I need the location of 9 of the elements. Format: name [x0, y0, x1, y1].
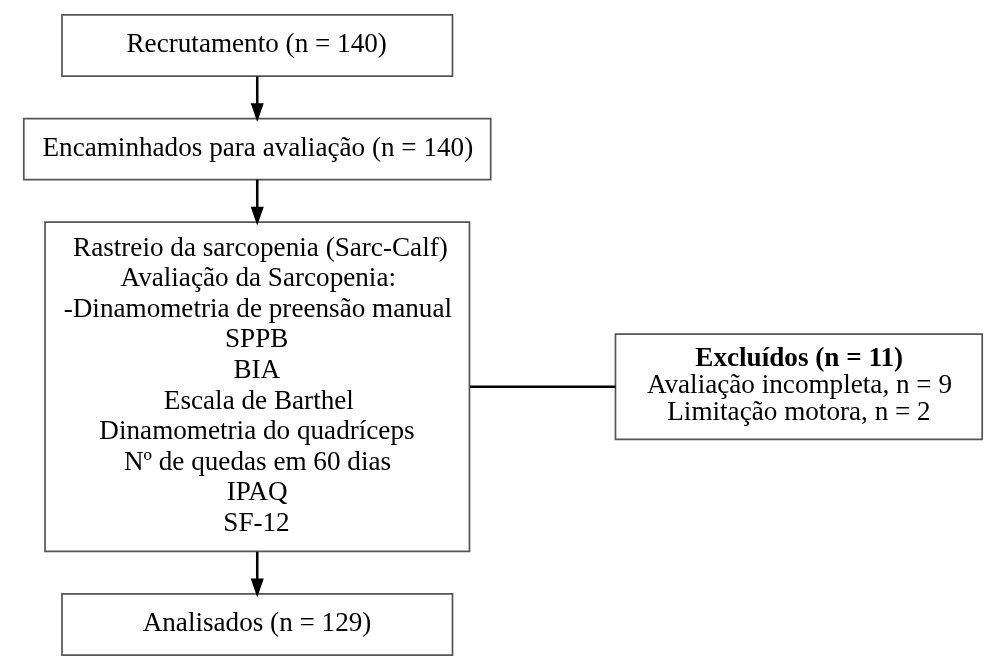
node-box: Analisados (n = 129): [60, 593, 453, 656]
node-box: Recrutamento (n = 140): [60, 14, 453, 77]
node-box: Rastreio da sarcopenia (Sarc-Calf) Avaliação da Sarcopenia: -Dinamometria de preensão manual SPPB BIA Escala de Barthel Dinamometria do quadríceps Nº de quedas em 60 dias IPAQ SF-12: [43, 221, 470, 553]
node-box: Excluídos (n = 11) Avaliação incompleta, n = 9 Limitação motora, n = 2: [614, 333, 983, 441]
node-box: Encaminhados para avaliação (n = 140): [22, 117, 492, 181]
arrow: [250, 76, 264, 122]
arrow: [250, 179, 264, 226]
arrow: [250, 551, 264, 598]
connector: [469, 385, 615, 389]
